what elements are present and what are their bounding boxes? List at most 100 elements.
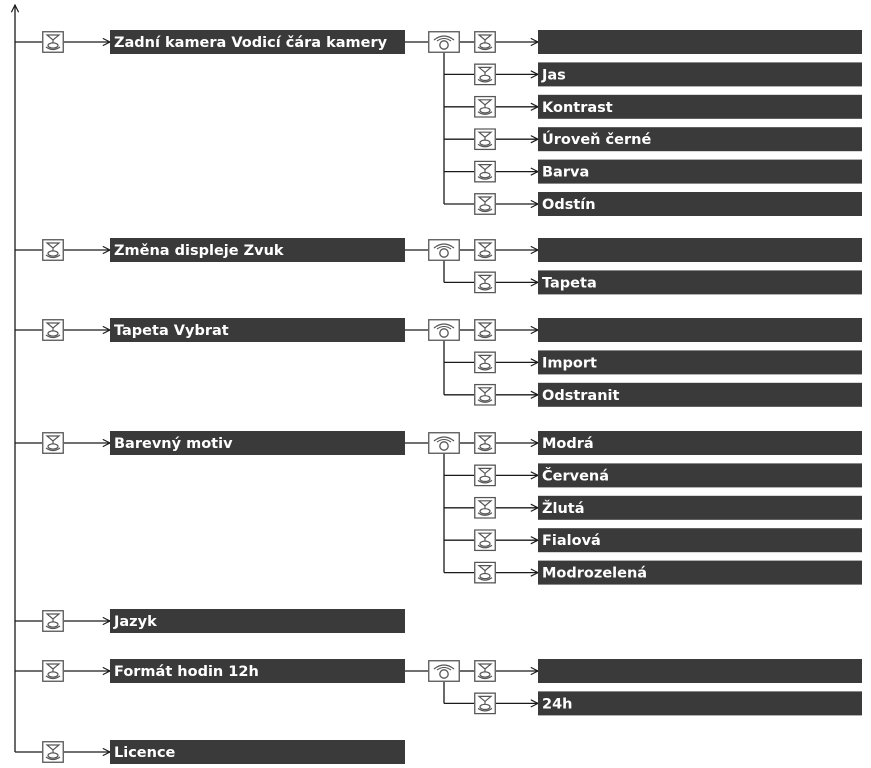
group-4-main-bar: Jazyk xyxy=(110,609,405,633)
group-3-main-bar-label: Barevný motiv xyxy=(114,436,233,452)
group-3-option-2-bar-label: Žlutá xyxy=(542,500,585,517)
group-4-main-bar-label: Jazyk xyxy=(113,614,157,630)
group-6-main-bar-bg xyxy=(110,740,405,764)
group-4-main-bar-bg xyxy=(110,609,405,633)
group-5-main-bar-label: Formát hodin 12h xyxy=(114,664,259,680)
group-1-rotary-knob-icon xyxy=(428,239,460,261)
icons-layer xyxy=(42,31,496,763)
group-6-push-button-icon xyxy=(42,741,64,763)
group-3-option-1-bar-bg xyxy=(538,463,862,488)
group-3-option-0-push-button-icon xyxy=(474,432,496,454)
group-2-option-0-bar-bg xyxy=(538,318,862,342)
group-3-main-bar-bg xyxy=(110,431,405,455)
group-2-option-2-bar: Odstranit xyxy=(538,382,862,407)
group-2-option-2-bar-label: Odstranit xyxy=(542,388,619,404)
connector-lines xyxy=(15,5,538,752)
group-3-option-3-push-button-icon xyxy=(474,529,496,552)
group-0-option-3-bar-bg xyxy=(538,127,862,152)
group-2-push-button-icon xyxy=(42,319,64,341)
group-0-option-1-bar: Jas xyxy=(538,62,862,87)
group-2-option-2-push-button-icon xyxy=(474,383,496,406)
group-0-option-0-bar-bg xyxy=(538,30,862,54)
group-3-rotary-knob-icon xyxy=(428,432,460,454)
group-0-option-1-bar-bg xyxy=(538,62,862,87)
group-0-main-bar-label: Zadní kamera Vodicí čára kamery xyxy=(114,35,388,51)
group-0-option-0-bar xyxy=(538,30,862,54)
group-5-option-1-bar-bg xyxy=(538,691,862,716)
group-2-option-1-bar: Import xyxy=(538,350,862,375)
group-3-option-4-push-button-icon xyxy=(474,561,496,584)
group-1-push-button-icon xyxy=(42,239,64,261)
group-5-push-button-icon xyxy=(42,660,64,682)
group-6-main-bar: Licence xyxy=(110,740,405,764)
group-1-option-1-push-button-icon xyxy=(474,271,496,294)
group-3-option-1-bar: Červená xyxy=(538,463,862,488)
group-2-main-bar-bg xyxy=(110,318,405,342)
group-2-option-2-bar-bg xyxy=(538,382,862,407)
group-0-option-4-bar-bg xyxy=(538,159,862,184)
group-0-option-4-bar: Barva xyxy=(538,159,862,184)
group-5-option-1-bar-label: 24h xyxy=(542,696,573,712)
group-3-option-2-push-button-icon xyxy=(474,496,496,519)
group-5-option-1-push-button-icon xyxy=(474,692,496,715)
group-0-option-2-bar-bg xyxy=(538,94,862,119)
group-2-option-0-push-button-icon xyxy=(474,319,496,341)
group-0-option-3-bar: Úroveň černé xyxy=(538,127,862,152)
group-2-main-bar-label: Tapeta Vybrat xyxy=(114,323,229,339)
group-0-rotary-knob-icon xyxy=(428,31,460,53)
group-3-option-1-bar-label: Červená xyxy=(542,466,609,484)
group-3-main-bar: Barevný motiv xyxy=(110,431,405,455)
group-1-option-0-bar-bg xyxy=(538,238,862,262)
group-3-option-2-bar-bg xyxy=(538,495,862,520)
group-0-option-5-bar: Odstín xyxy=(538,192,862,216)
group-1-option-1-bar: Tapeta xyxy=(538,270,862,295)
group-3-option-3-bar-bg xyxy=(538,528,862,553)
group-5-rotary-knob-icon xyxy=(428,660,460,682)
group-1-option-0-push-button-icon xyxy=(474,239,496,261)
group-3-option-2-bar: Žlutá xyxy=(538,495,862,520)
group-1-main-bar-label: Změna displeje Zvuk xyxy=(114,243,284,259)
menu-bars: Zadní kamera Vodicí čára kameryJasKontra… xyxy=(110,30,862,764)
group-2-option-0-bar xyxy=(538,318,862,342)
group-5-option-0-bar-bg xyxy=(538,659,862,683)
group-0-option-0-push-button-icon xyxy=(474,31,496,53)
group-0-option-4-bar-label: Barva xyxy=(542,165,589,181)
group-3-option-0-bar-label: Modrá xyxy=(542,436,594,452)
group-0-option-2-push-button-icon xyxy=(474,95,496,118)
group-0-option-5-bar-label: Odstín xyxy=(542,197,596,213)
group-0-option-5-push-button-icon xyxy=(474,193,496,215)
group-2-option-1-bar-bg xyxy=(538,350,862,375)
group-1-option-1-bar-bg xyxy=(538,270,862,295)
group-1-main-bar-bg xyxy=(110,238,405,262)
group-3-option-1-push-button-icon xyxy=(474,464,496,487)
group-1-option-1-bar-label: Tapeta xyxy=(542,275,597,291)
group-5-option-0-push-button-icon xyxy=(474,660,496,682)
group-2-option-1-push-button-icon xyxy=(474,351,496,374)
group-0-option-3-bar-label: Úroveň černé xyxy=(542,130,651,148)
group-5-option-0-bar xyxy=(538,659,862,683)
group-0-main-bar-bg xyxy=(110,30,405,54)
group-0-option-2-bar-label: Kontrast xyxy=(542,100,613,116)
group-2-rotary-knob-icon xyxy=(428,319,460,341)
group-3-option-3-bar: Fialová xyxy=(538,528,862,553)
group-1-main-bar: Změna displeje Zvuk xyxy=(110,238,405,262)
group-3-push-button-icon xyxy=(42,432,64,454)
group-3-option-0-bar-bg xyxy=(538,431,862,455)
group-0-option-1-bar-label: Jas xyxy=(541,67,566,83)
group-3-option-4-bar-label: Modrozelená xyxy=(542,566,647,582)
group-1-option-0-bar xyxy=(538,238,862,262)
group-0-option-5-bar-bg xyxy=(538,192,862,216)
group-0-option-2-bar: Kontrast xyxy=(538,94,862,119)
group-3-option-4-bar-bg xyxy=(538,560,862,585)
group-0-option-4-push-button-icon xyxy=(474,160,496,183)
group-3-option-0-bar: Modrá xyxy=(538,431,862,455)
group-0-main-bar: Zadní kamera Vodicí čára kamery xyxy=(110,30,405,54)
group-3-option-3-bar-label: Fialová xyxy=(542,533,601,549)
group-4-push-button-icon xyxy=(42,610,64,632)
group-0-option-3-push-button-icon xyxy=(474,128,496,151)
group-0-push-button-icon xyxy=(42,31,64,53)
group-0-option-1-push-button-icon xyxy=(474,63,496,86)
group-2-main-bar: Tapeta Vybrat xyxy=(110,318,405,342)
group-6-main-bar-label: Licence xyxy=(114,745,176,761)
